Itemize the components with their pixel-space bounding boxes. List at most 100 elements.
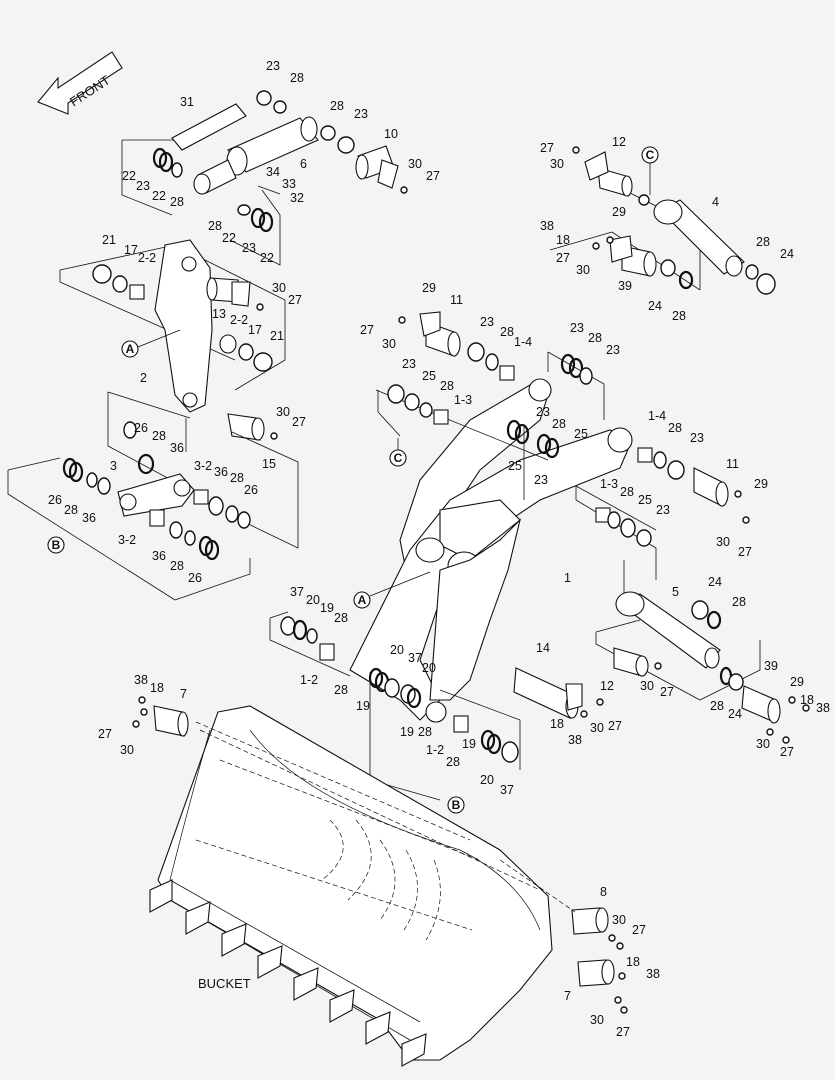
callout: 27 bbox=[660, 685, 674, 699]
callout: 36 bbox=[214, 465, 228, 479]
callout: 28 bbox=[230, 471, 244, 485]
callout: 27 bbox=[608, 719, 622, 733]
callout: 34 bbox=[266, 165, 280, 179]
callout: 3-2 bbox=[194, 459, 212, 473]
callout: 21 bbox=[102, 233, 116, 247]
bucket-cylinder-assembly bbox=[549, 146, 776, 295]
callout: 17 bbox=[124, 243, 138, 257]
pin-part-12-right bbox=[613, 647, 649, 677]
callout: 30 bbox=[272, 281, 286, 295]
boom-foot-bushings bbox=[269, 611, 604, 801]
callout: 27 bbox=[292, 415, 306, 429]
callout: 2-2 bbox=[138, 251, 156, 265]
callout: 1 bbox=[564, 571, 571, 585]
callout: 11 bbox=[726, 457, 739, 471]
callout: 12 bbox=[600, 679, 614, 693]
callout: 19 bbox=[356, 699, 370, 713]
callout: 28 bbox=[334, 683, 348, 697]
callout: 28 bbox=[330, 99, 344, 113]
callout: 1-4 bbox=[514, 335, 532, 349]
callout: 25 bbox=[422, 369, 436, 383]
callout: 18 bbox=[626, 955, 640, 969]
callout: 20 bbox=[306, 593, 320, 607]
callout: 27 bbox=[632, 923, 646, 937]
callout: 30 bbox=[612, 913, 626, 927]
pin-part-11-right bbox=[693, 467, 729, 507]
callout: 29 bbox=[612, 205, 626, 219]
callout: 14 bbox=[536, 641, 550, 655]
callout: 36 bbox=[82, 511, 96, 525]
callout: 23 bbox=[656, 503, 670, 517]
callout: 30 bbox=[276, 405, 290, 419]
callout: 18 bbox=[556, 233, 570, 247]
callout: 39 bbox=[618, 279, 632, 293]
callout: 7 bbox=[180, 687, 187, 701]
callout: 4 bbox=[712, 195, 719, 209]
section-marker-b-left: B bbox=[47, 536, 65, 554]
pin-part-39-top bbox=[609, 235, 657, 277]
lift-cylinder-assembly bbox=[595, 591, 810, 744]
svg-text:B: B bbox=[52, 538, 61, 552]
callout: 30 bbox=[590, 721, 604, 735]
callout: 27 bbox=[288, 293, 302, 307]
callout: 6 bbox=[300, 157, 307, 171]
callout: 32 bbox=[290, 191, 304, 205]
callout: 38 bbox=[646, 967, 660, 981]
callout: 23 bbox=[536, 405, 550, 419]
callout: 27 bbox=[556, 251, 570, 265]
callout: 30 bbox=[716, 535, 730, 549]
callout: 28 bbox=[440, 379, 454, 393]
callout: 24 bbox=[780, 247, 794, 261]
callout: 23 bbox=[402, 357, 416, 371]
callout: 23 bbox=[480, 315, 494, 329]
callout: 25 bbox=[638, 493, 652, 507]
callout: 23 bbox=[534, 473, 548, 487]
section-marker-a-mid: A bbox=[353, 571, 431, 609]
callout: 30 bbox=[640, 679, 654, 693]
callout: 26 bbox=[48, 493, 62, 507]
bucket-pin-7-top bbox=[132, 696, 189, 737]
callout: 1-3 bbox=[454, 393, 472, 407]
section-marker-c-mid: C bbox=[389, 438, 407, 467]
callout: 38 bbox=[816, 701, 830, 715]
pin-part-11-upper bbox=[419, 311, 461, 357]
callout: 3 bbox=[110, 459, 117, 473]
bucket-label: BUCKET bbox=[198, 976, 251, 991]
callout: 28 bbox=[668, 421, 682, 435]
callout: 20 bbox=[480, 773, 494, 787]
bucket-pin-8 bbox=[499, 859, 624, 950]
callout: 25 bbox=[508, 459, 522, 473]
callout: 28 bbox=[446, 755, 460, 769]
callout-labels: 23 28 31 28 23 10 6 22 23 22 28 34 33 32… bbox=[48, 59, 830, 1039]
svg-text:A: A bbox=[126, 342, 135, 356]
callout: 30 bbox=[382, 337, 396, 351]
callout: 1-4 bbox=[648, 409, 666, 423]
bucket-cylinder-part-4 bbox=[653, 199, 745, 277]
callout: 36 bbox=[152, 549, 166, 563]
callout: 27 bbox=[780, 745, 794, 759]
callout: 23 bbox=[690, 431, 704, 445]
callout: 18 bbox=[550, 717, 564, 731]
callout: 22 bbox=[260, 251, 274, 265]
lift-cylinder-part-5 bbox=[615, 591, 721, 669]
callout: 27 bbox=[738, 545, 752, 559]
callout: 28 bbox=[290, 71, 304, 85]
svg-text:B: B bbox=[452, 798, 461, 812]
callout: 37 bbox=[500, 783, 514, 797]
callout: 24 bbox=[708, 575, 722, 589]
callout: 22 bbox=[152, 189, 166, 203]
bellcrank-assembly bbox=[7, 391, 299, 601]
callout: 28 bbox=[152, 429, 166, 443]
callout: 25 bbox=[574, 427, 588, 441]
callout: 27 bbox=[360, 323, 374, 337]
callout: 33 bbox=[282, 177, 296, 191]
callout: 28 bbox=[208, 219, 222, 233]
callout: 11 bbox=[450, 293, 463, 307]
callout: 23 bbox=[242, 241, 256, 255]
boom-upper-bushings bbox=[387, 311, 750, 547]
callout: 5 bbox=[672, 585, 679, 599]
callout: 31 bbox=[180, 95, 194, 109]
callout: 38 bbox=[540, 219, 554, 233]
callout: 2-2 bbox=[230, 313, 248, 327]
pin-part-10 bbox=[355, 145, 399, 189]
